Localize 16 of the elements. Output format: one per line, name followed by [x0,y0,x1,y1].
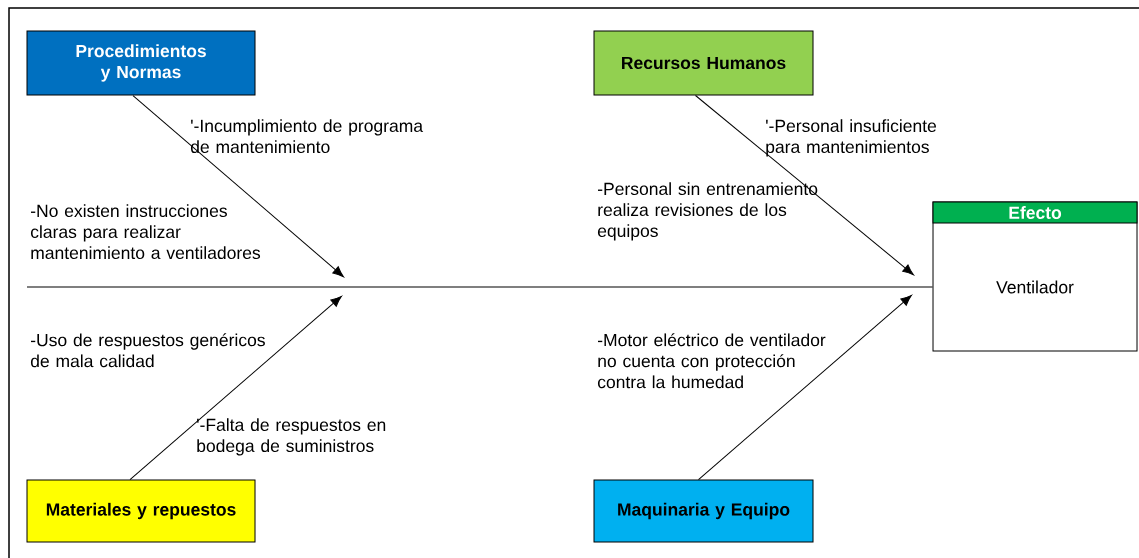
arrow [695,95,914,276]
effect-box: Efecto Ventilador [932,201,1138,352]
arrow [132,95,344,278]
category-box: Recursos Humanos [593,30,814,96]
category-box: Materiales y repuestos [26,479,256,543]
spine-line [26,286,933,288]
cause-text: -Uso de respuestos genéricos de mala calidad [30,333,265,368]
arrow [698,294,912,480]
category-box: Procedimientos y Normas [26,30,256,96]
cause-text: -Motor eléctrico de ventilador no cuenta con protección contra la humedad [597,333,826,389]
arrow [129,295,342,480]
cause-text: -No existen instrucciones claras para realizar mantenimiento a ventiladores [30,204,261,260]
category-box: Maquinaria y Equipo [593,479,814,543]
cause-text: '-Personal insuficiente para mantenimientos [766,119,936,157]
cause-text: '-Falta de respuestos en bodega de suministros [197,418,386,456]
cause-text: '-Incumplimiento de programa de mantenimiento [190,119,424,154]
